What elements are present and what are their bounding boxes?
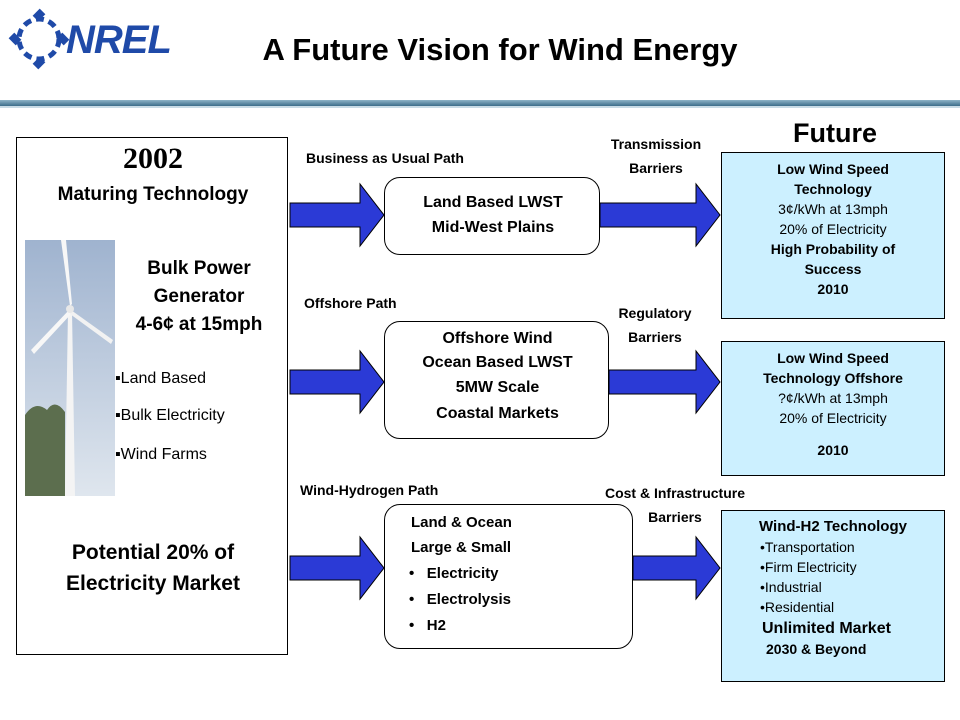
future-h2-box: Wind-H2 Technology •Transportation •Firm… xyxy=(721,510,945,682)
nrel-logo: NREL xyxy=(8,6,198,76)
h2-bullet-text: H2 xyxy=(426,617,446,634)
future1-line6: Success xyxy=(804,261,862,277)
h2-bullet-text: Electricity xyxy=(426,565,499,582)
arrow-bau-right xyxy=(599,182,721,248)
h2-bullet-3: • H2 xyxy=(409,617,446,634)
h2-head-line2: Large & Small xyxy=(411,539,512,556)
future2-line3: ?¢/kWh at 13mph xyxy=(778,390,888,406)
offshore-line3: 5MW Scale xyxy=(455,379,540,396)
future1-line5: High Probability of xyxy=(770,241,896,257)
arrow-offshore-left xyxy=(289,349,385,415)
cost-barrier-line2: Barriers xyxy=(648,509,702,525)
cost-barrier-line1: Cost & Infrastructure xyxy=(604,485,746,501)
logo-text: NREL xyxy=(66,18,172,62)
h2-head-line1: Land & Ocean xyxy=(411,514,512,531)
wind-turbine-image xyxy=(25,240,115,496)
offshore-box: Offshore Wind Ocean Based LWST 5MW Scale… xyxy=(384,321,609,439)
left-bullet-1: ▪Land Based xyxy=(115,370,207,387)
h2-path-label: Wind-Hydrogen Path xyxy=(300,482,439,498)
arrow-h2-left xyxy=(289,535,385,601)
future3-bullet-4: •Residential xyxy=(760,599,835,615)
left-bullet-text: Wind Farms xyxy=(120,446,207,463)
arrow-h2-right xyxy=(632,535,721,601)
header-rule xyxy=(0,100,960,106)
arrow-bau-left xyxy=(289,182,385,248)
wind-hydrogen-box: Land & Ocean Large & Small • Electricity… xyxy=(384,504,633,649)
header-rule-highlight xyxy=(0,106,960,108)
left-bullet-3: ▪Wind Farms xyxy=(115,446,207,463)
future3-date: 2030 & Beyond xyxy=(766,641,867,657)
page-title: A Future Vision for Wind Energy xyxy=(262,32,738,67)
left-bullet-text: Land Based xyxy=(120,370,207,387)
h2-bullet-text: Electrolysis xyxy=(426,591,511,608)
bulk-power-line3: 4-6¢ at 15mph xyxy=(135,314,263,335)
offshore-line2: Ocean Based LWST xyxy=(422,354,573,371)
future-offshore-box: Low Wind Speed Technology Offshore ?¢/kW… xyxy=(721,341,945,476)
future3-title: Wind-H2 Technology xyxy=(759,518,907,535)
left-bullet-text: Bulk Electricity xyxy=(120,407,225,424)
left-bullet-2: ▪Bulk Electricity xyxy=(115,407,225,424)
h2-bullet-1: • Electricity xyxy=(409,565,499,582)
future1-line2: Technology xyxy=(794,181,872,197)
future2-line2: Technology Offshore xyxy=(763,370,903,386)
future2-line1: Low Wind Speed xyxy=(777,350,889,366)
regulatory-barrier-line2: Barriers xyxy=(628,329,682,345)
bulk-power-line1: Bulk Power xyxy=(147,258,251,279)
h2-bullet-2: • Electrolysis xyxy=(409,591,511,608)
land-based-line2: Mid-West Plains xyxy=(431,219,555,236)
offshore-line4: Coastal Markets xyxy=(436,405,559,422)
nrel-logo-icon xyxy=(8,8,70,70)
future3-market: Unlimited Market xyxy=(762,620,891,637)
maturing-label: Maturing Technology xyxy=(57,184,249,205)
arrow-offshore-right xyxy=(608,349,721,415)
future3-bullet-3: •Industrial xyxy=(760,579,822,595)
potential-line2: Electricity Market xyxy=(66,572,240,595)
bulk-power-line2: Generator xyxy=(153,286,245,307)
year-label: 2002 xyxy=(123,142,183,175)
bau-path-label: Business as Usual Path xyxy=(306,150,464,166)
potential-line1: Potential 20% of xyxy=(71,541,235,564)
future1-line7: 2010 xyxy=(817,281,849,297)
future3-bullet-2: •Firm Electricity xyxy=(760,559,857,575)
land-based-box: Land Based LWST Mid-West Plains xyxy=(384,177,600,255)
current-state-box: 2002 Maturing Technology Bulk Power Gene… xyxy=(16,137,288,655)
future2-line5: 2010 xyxy=(817,442,849,458)
offshore-line1: Offshore Wind xyxy=(442,330,553,347)
future1-line4: 20% of Electricity xyxy=(779,221,887,237)
future3-bullet-1: •Transportation xyxy=(760,539,855,555)
future1-line3: 3¢/kWh at 13mph xyxy=(778,201,888,217)
land-based-line1: Land Based LWST xyxy=(423,194,563,211)
future-lwst-box: Low Wind Speed Technology 3¢/kWh at 13mp… xyxy=(721,152,945,319)
future2-line4: 20% of Electricity xyxy=(779,410,887,426)
transmission-barrier-line2: Barriers xyxy=(629,160,683,176)
transmission-barrier-line1: Transmission xyxy=(610,136,702,152)
future-heading: Future xyxy=(793,118,877,148)
regulatory-barrier-line1: Regulatory xyxy=(618,305,692,321)
future1-line1: Low Wind Speed xyxy=(777,161,889,177)
offshore-path-label: Offshore Path xyxy=(304,295,397,311)
